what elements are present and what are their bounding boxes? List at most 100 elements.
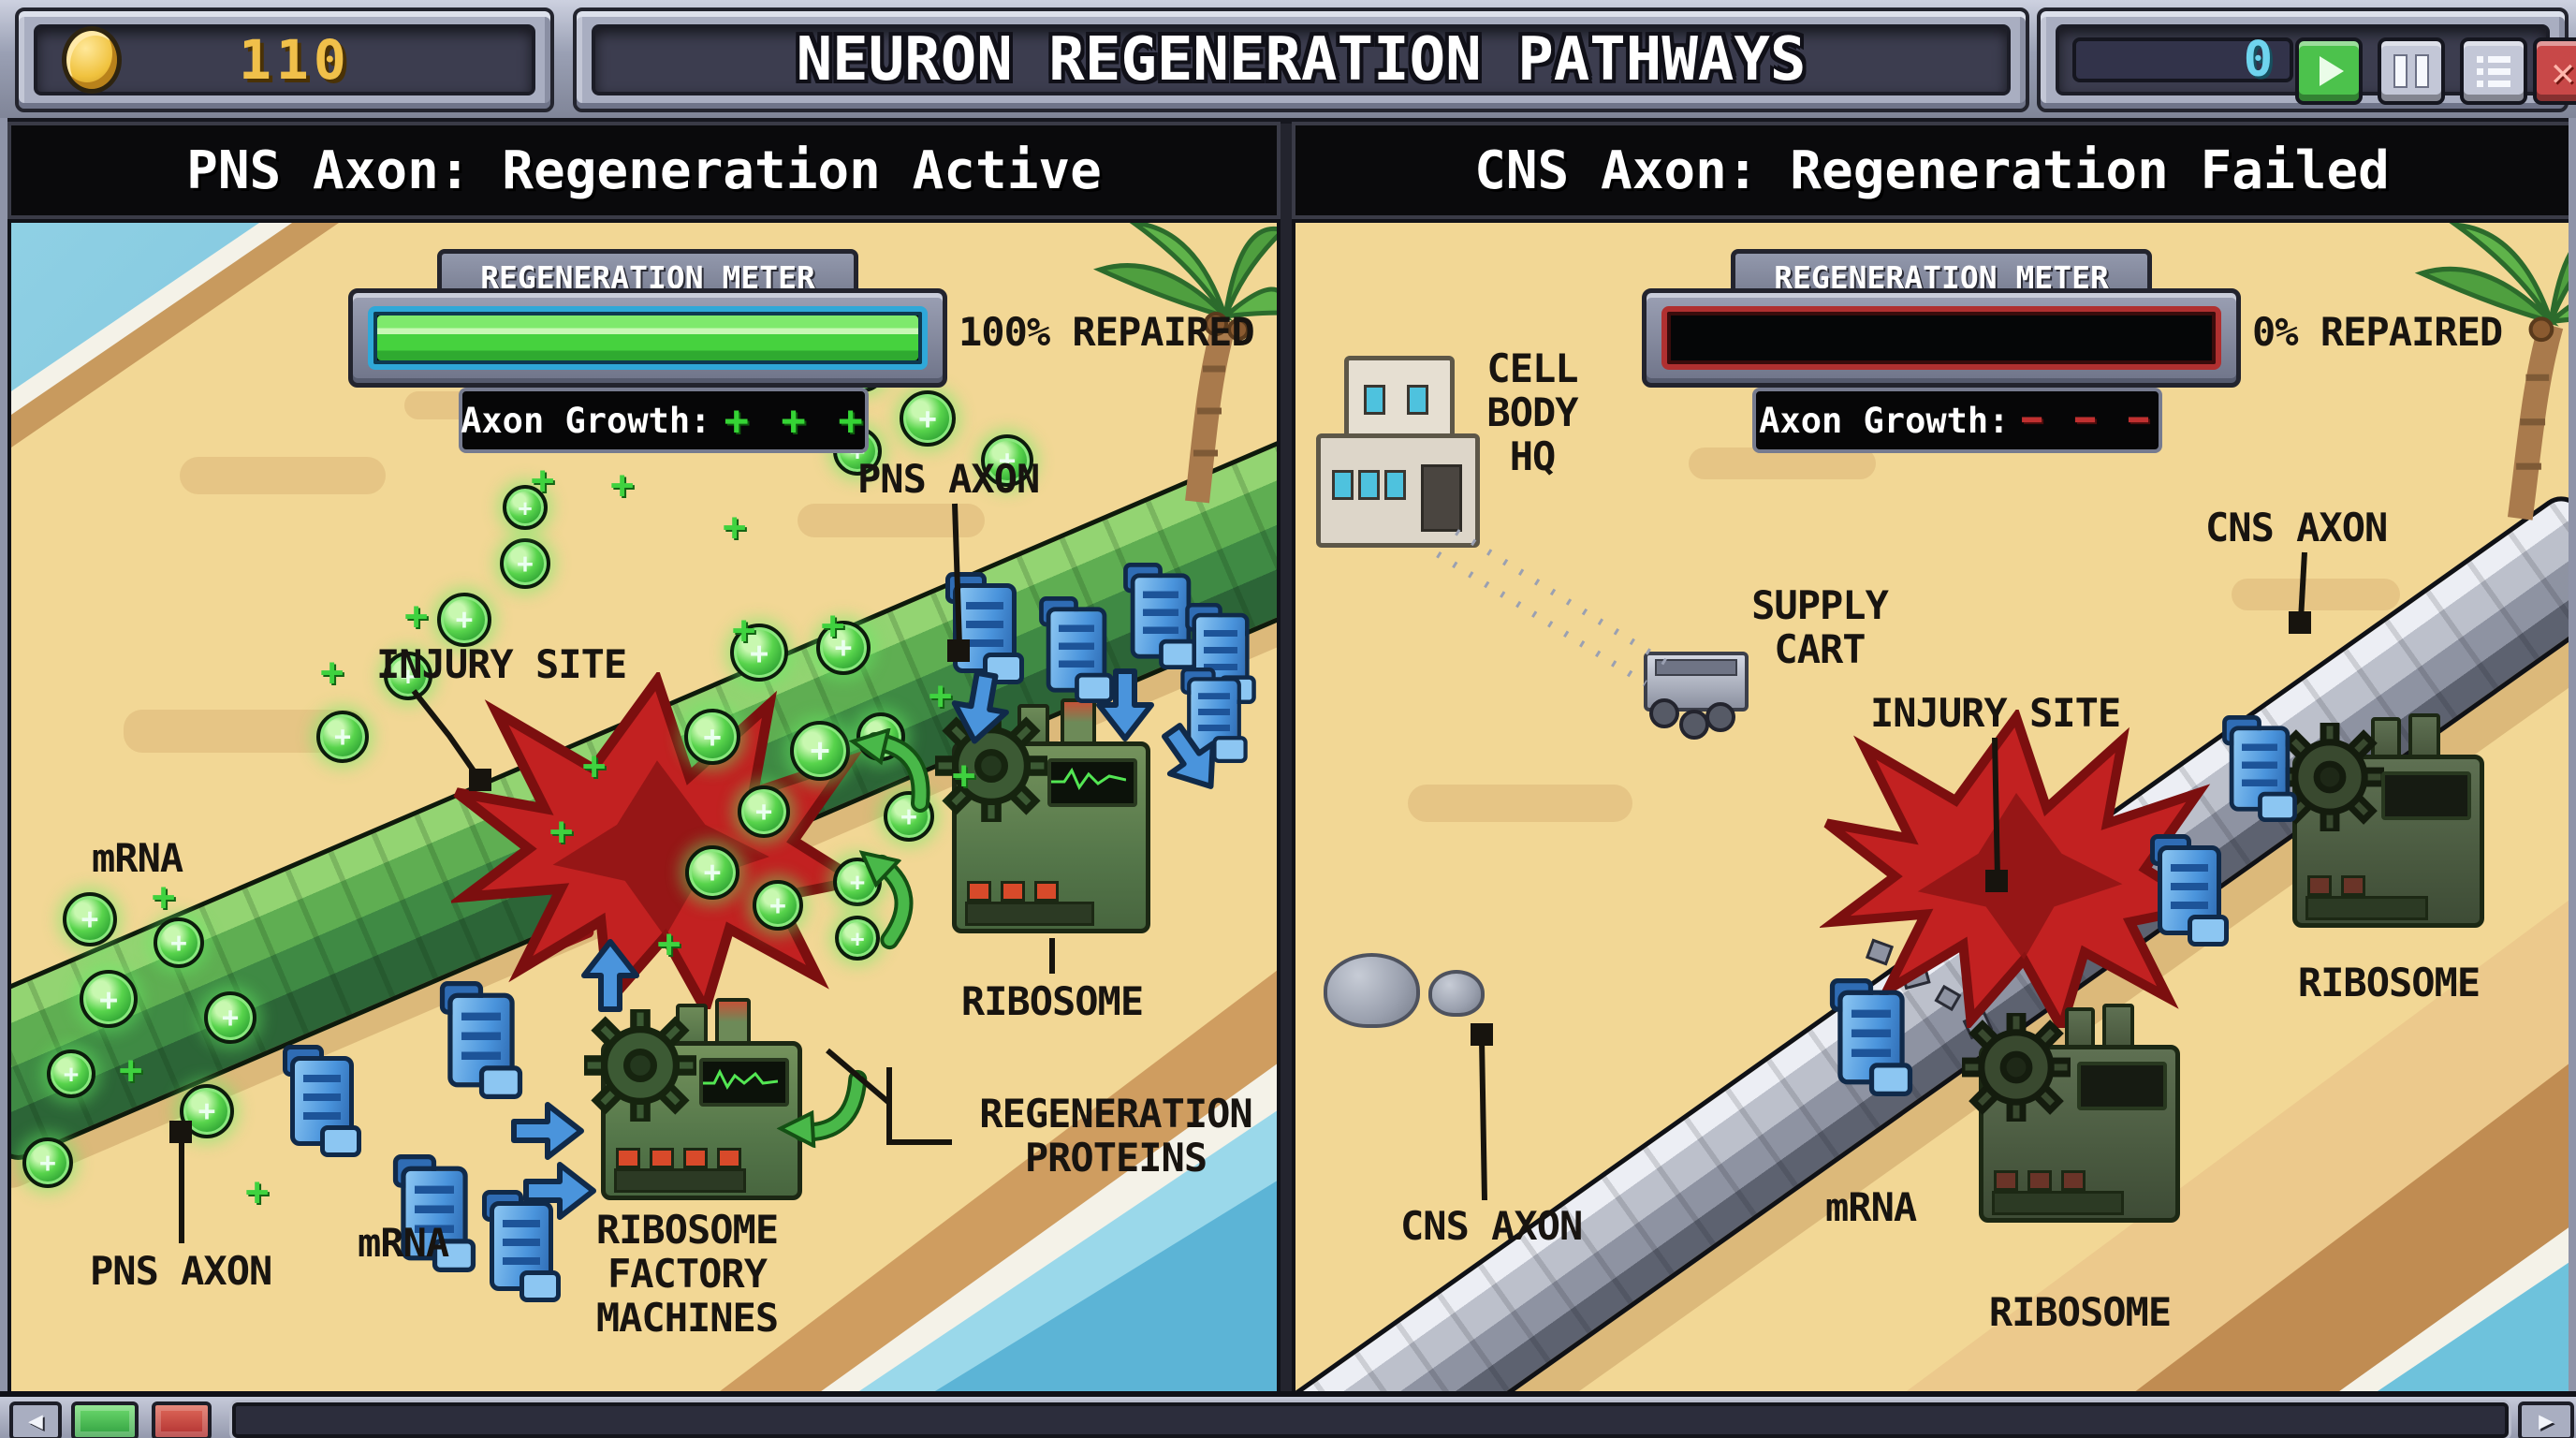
left-panel-header: PNS Axon: Regeneration Active xyxy=(7,122,1281,219)
regeneration-protein-orb: + xyxy=(753,880,803,931)
palm-tree xyxy=(2414,223,2569,521)
axon-growth-readout: Axon Growth: + + + xyxy=(459,388,869,453)
ribosome-machine-inactive xyxy=(2276,713,2484,928)
sparkle-icon: + xyxy=(732,607,756,653)
sparkle-icon: + xyxy=(404,593,429,638)
label-mrna-left: mRNA xyxy=(92,835,183,881)
flow-arrow-icon xyxy=(510,1101,589,1161)
regeneration-protein-orb: + xyxy=(503,485,548,530)
menu-button[interactable] xyxy=(2460,37,2527,105)
regeneration-protein-orb: + xyxy=(316,711,369,763)
machine-screen-dark xyxy=(2381,771,2471,820)
pause-icon xyxy=(2393,54,2408,88)
regeneration-protein-orb: + xyxy=(835,916,880,961)
label-ribosome-factory: RIBOSOME FACTORY MACHINES xyxy=(595,1207,779,1342)
sparkle-icon: + xyxy=(821,602,845,648)
sparkle-icon: + xyxy=(929,672,953,718)
regeneration-protein-orb: + xyxy=(47,1049,95,1098)
menu-list-icon xyxy=(2477,55,2510,63)
rock xyxy=(1428,970,1485,1017)
label-cns-axon-top: CNS AXON xyxy=(2205,505,2388,550)
label-supply-cart: SUPPLY CART xyxy=(1751,582,1889,673)
sparkle-icon: + xyxy=(582,742,607,788)
sand-patch xyxy=(1408,785,1632,822)
regeneration-protein-orb: + xyxy=(981,434,1033,487)
close-x-icon: ✕ xyxy=(2551,48,2575,95)
regeneration-protein-orb: + xyxy=(684,709,740,765)
green-curved-arrow-icon xyxy=(775,1054,873,1155)
sparkle-icon: + xyxy=(610,462,635,507)
ribosome-machine xyxy=(935,698,1150,933)
axon-growth-readout: Axon Growth: ━ ━ ━ xyxy=(1752,388,2162,453)
label-ribosome-right: RIBOSOME xyxy=(2297,960,2481,1005)
gear-icon xyxy=(1962,1013,2071,1122)
growth-value: + + + xyxy=(724,396,867,445)
play-button[interactable] xyxy=(2295,37,2363,105)
red-indicator-button[interactable] xyxy=(152,1401,212,1438)
label-cell-body-hq: CELL BODY HQ xyxy=(1486,345,1578,480)
control-cluster: 0 ✕ xyxy=(2037,7,2576,112)
label-mrna: mRNA xyxy=(1825,1184,1917,1230)
mrna-scroll-icon xyxy=(2150,834,2229,946)
flow-arrow-icon xyxy=(944,666,1017,754)
growth-label: Axon Growth: xyxy=(1759,400,2010,441)
meter-fill xyxy=(377,315,918,360)
regeneration-protein-orb: + xyxy=(790,721,850,781)
machine-screen xyxy=(699,1058,789,1107)
mrna-scroll-icon xyxy=(482,1190,561,1302)
label-injury-site: INJURY SITE xyxy=(1870,690,2121,736)
regeneration-protein-orb: + xyxy=(22,1137,73,1188)
meter-track xyxy=(368,306,928,370)
green-indicator-button[interactable] xyxy=(71,1401,139,1438)
growth-value: ━ ━ ━ xyxy=(2022,402,2156,439)
mrna-scroll-icon xyxy=(1180,668,1248,764)
machine-screen-dark xyxy=(2077,1062,2167,1110)
regeneration-protein-orb: + xyxy=(900,390,956,447)
repaired-status: 0% REPAIRED xyxy=(2252,309,2503,355)
scrollbar-track[interactable] xyxy=(232,1402,2509,1438)
top-hud-bar: 110 NEURON REGENERATION PATHWAYS 0 ✕ xyxy=(0,0,2576,124)
sparkle-icon: + xyxy=(320,649,344,695)
label-mrna-bottom: mRNA xyxy=(358,1220,449,1266)
meter-track xyxy=(1661,306,2221,370)
regeneration-protein-orb: + xyxy=(180,1084,234,1138)
gear-icon xyxy=(935,710,1047,822)
right-arrow-button[interactable]: ▶ xyxy=(2518,1401,2574,1438)
regeneration-protein-orb: + xyxy=(730,624,788,682)
label-cns-axon-bottom: CNS AXON xyxy=(1400,1203,1583,1249)
sparkle-icon: + xyxy=(549,808,574,854)
cell-body-hq-building xyxy=(1316,345,1480,548)
regeneration-protein-orb: + xyxy=(437,593,491,647)
pause-button[interactable] xyxy=(2378,37,2445,105)
sparkle-icon: + xyxy=(245,1168,270,1214)
ribosome-factory-machine xyxy=(584,998,802,1200)
close-button[interactable]: ✕ xyxy=(2533,37,2576,105)
sparkle-icon: + xyxy=(531,457,555,503)
sparkle-icon: + xyxy=(119,1047,143,1093)
mrna-scroll-icon xyxy=(945,572,1024,684)
left-arrow-button[interactable]: ◀ xyxy=(9,1401,62,1438)
right-panel-header: CNS Axon: Regeneration Failed xyxy=(1292,122,2572,219)
label-regeneration-proteins: REGENERATION PROTEINS xyxy=(979,1091,1252,1181)
coin-counter: 110 xyxy=(15,7,554,112)
flow-arrow-icon xyxy=(1095,668,1155,746)
mrna-scroll-icon xyxy=(439,980,523,1099)
sand-patch xyxy=(2232,579,2400,610)
mrna-scroll-icon xyxy=(1039,596,1114,703)
regeneration-protein-orb: + xyxy=(685,845,739,900)
gear-icon xyxy=(2276,723,2384,831)
mrna-scroll-icon xyxy=(283,1045,361,1157)
regeneration-protein-orb: + xyxy=(63,892,117,946)
green-curved-arrow-icon xyxy=(822,840,939,958)
flow-arrow-icon xyxy=(1146,711,1240,810)
coin-count: 110 xyxy=(239,28,351,92)
palm-tree xyxy=(1092,223,1277,504)
regeneration-protein-orb: + xyxy=(204,991,256,1044)
growth-label: Axon Growth: xyxy=(461,400,711,441)
mrna-scroll-icon xyxy=(1829,977,1913,1096)
sparkle-icon: + xyxy=(723,504,747,550)
repaired-status: 100% REPAIRED xyxy=(959,309,1255,355)
label-ribosome: RIBOSOME xyxy=(960,978,1144,1024)
coin-counter-display: 110 xyxy=(34,24,535,95)
